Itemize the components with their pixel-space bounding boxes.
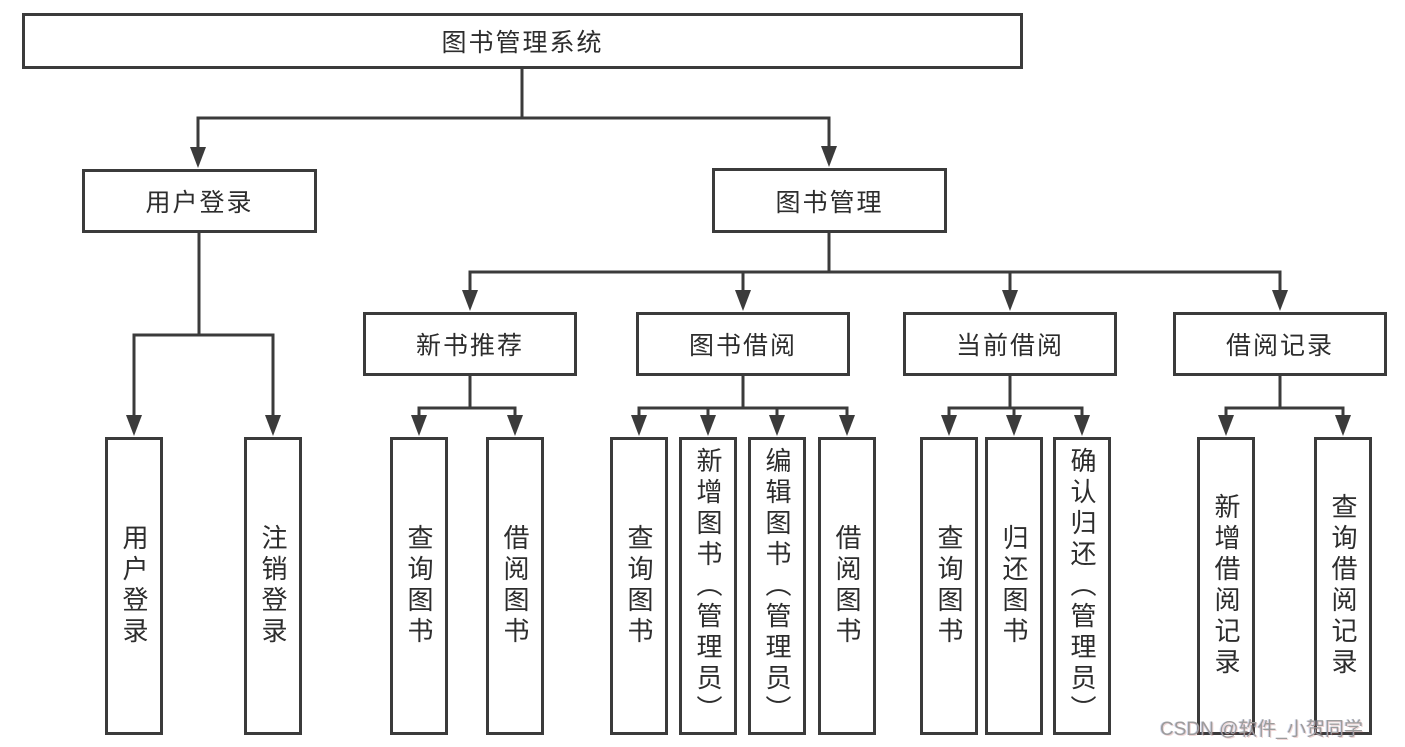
leaf-confirm-return-admin: 确认归还（管理员） (1053, 437, 1111, 735)
arrowhead-icon (1335, 415, 1351, 436)
arrowhead-icon (839, 415, 855, 436)
arrowhead-icon (821, 146, 837, 167)
node-current-borrow: 当前借阅 (903, 312, 1117, 376)
arrowhead-icon (265, 415, 281, 436)
node-label: 新增图书（管理员） (693, 446, 723, 726)
node-label: 新书推荐 (415, 332, 524, 360)
node-label: 借阅图书 (832, 524, 862, 648)
leaf-query-books-recommend: 查询图书 (390, 437, 448, 735)
arrowhead-icon (631, 415, 647, 436)
node-new-book-recommend: 新书推荐 (363, 312, 577, 376)
leaf-add-borrow-record: 新增借阅记录 (1197, 437, 1255, 735)
arrowhead-icon (411, 415, 427, 436)
node-label: 图书借阅 (688, 332, 797, 360)
node-label: 借阅记录 (1225, 332, 1334, 360)
node-label: 查询借阅记录 (1328, 493, 1358, 679)
node-label: 用户登录 (119, 524, 149, 648)
arrowhead-icon (126, 415, 142, 436)
arrowhead-icon (700, 415, 716, 436)
arrowhead-icon (769, 415, 785, 436)
arrowhead-icon (190, 147, 206, 168)
node-label: 新增借阅记录 (1211, 493, 1241, 679)
node-label: 查询图书 (934, 524, 964, 648)
node-label: 查询图书 (624, 524, 654, 648)
leaf-query-books-borrow: 查询图书 (610, 437, 668, 735)
arrowhead-icon (735, 290, 751, 311)
node-label: 注销登录 (258, 524, 288, 648)
leaf-add-books-admin: 新增图书（管理员） (679, 437, 737, 735)
node-label: 图书管理 (775, 188, 884, 217)
node-label: 当前借阅 (955, 332, 1064, 360)
arrowhead-icon (1074, 415, 1090, 436)
arrowhead-icon (941, 415, 957, 436)
arrowhead-icon (462, 290, 478, 311)
arrowhead-icon (1272, 290, 1288, 311)
node-borrow-records: 借阅记录 (1173, 312, 1387, 376)
arrowhead-icon (1218, 415, 1234, 436)
node-root: 图书管理系统 (22, 13, 1023, 69)
leaf-query-books-current: 查询图书 (920, 437, 978, 735)
arrowhead-icon (1006, 415, 1022, 436)
node-label: 编辑图书（管理员） (762, 446, 792, 726)
node-user-login: 用户登录 (82, 169, 317, 233)
node-label: 用户登录 (145, 189, 254, 217)
arrowhead-icon (507, 415, 523, 436)
leaf-return-books: 归还图书 (985, 437, 1043, 735)
node-label: 借阅图书 (500, 524, 530, 648)
leaf-borrow-books: 借阅图书 (818, 437, 876, 735)
node-label: 查询图书 (404, 524, 434, 648)
node-book-management: 图书管理 (712, 168, 947, 233)
leaf-user-login: 用户登录 (105, 437, 163, 735)
leaf-query-borrow-record: 查询借阅记录 (1314, 437, 1372, 735)
node-label: 图书管理系统 (441, 29, 604, 57)
node-book-borrow: 图书借阅 (636, 312, 850, 376)
leaf-edit-books-admin: 编辑图书（管理员） (748, 437, 806, 735)
leaf-borrow-books-recommend: 借阅图书 (486, 437, 544, 735)
node-label: 确认归还（管理员） (1067, 446, 1097, 726)
node-label: 归还图书 (999, 524, 1029, 648)
leaf-logout-login: 注销登录 (244, 437, 302, 735)
watermark: CSDN @软件_小贺同学 (1160, 719, 1363, 740)
arrowhead-icon (1002, 290, 1018, 311)
